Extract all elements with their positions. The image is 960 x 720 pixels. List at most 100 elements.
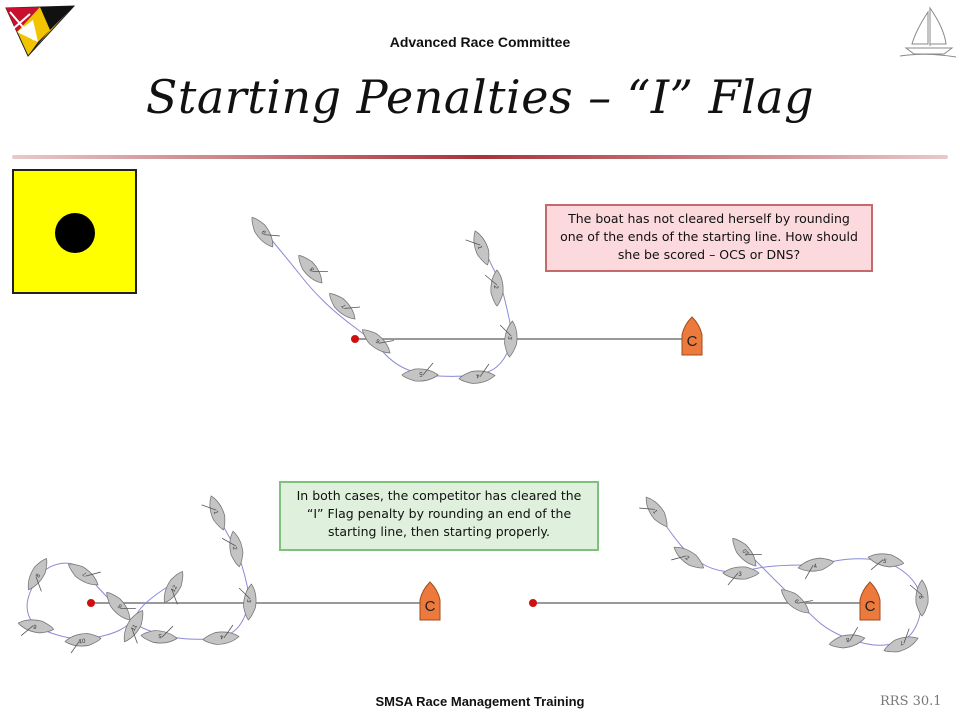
boat-number-label: 1 [476,245,483,251]
boat-number-label: 2 [684,555,691,562]
boat-number-label: 7 [898,639,904,646]
sailboat-position: 7 [329,293,361,320]
hull-shape [140,630,178,644]
boat-number-label: 1 [212,510,219,516]
sailboat-position: 7 [67,563,101,586]
hull-shape [883,636,919,653]
diagram-1: 1 2 3 4 5 6 7 8 9C [251,216,703,384]
sailboat-position: 11 [123,610,144,644]
sailboat-position: 5 [401,362,439,382]
committee-boat: C [681,316,703,356]
boat-number-label: 6 [375,337,382,344]
boom-line [909,584,923,596]
i-flag [12,169,137,294]
boat-track [264,231,512,377]
boom-line [20,625,34,637]
hull-shape [202,631,240,645]
boat-number-label: 11 [131,623,140,632]
boat-number-label: 1 [651,509,658,516]
boat-number-label: 4 [219,633,224,639]
callout-cleared: In both cases, the competitor has cleare… [279,481,599,551]
sailboat-position: 8 [298,255,328,284]
sailboat-position: 10 [64,633,102,654]
hull-shape [298,255,323,284]
hull-shape [209,495,226,531]
sailboat-position: 4 [797,557,835,580]
boat-number-label: 12 [170,584,179,593]
sailboat-position: 7 [883,628,919,653]
boat-number-label: 3 [245,599,251,604]
sailboat-position: 4 [458,363,496,384]
hull-shape [329,293,356,320]
sailboat-position: 5 [867,553,905,571]
committee-boat-hull [859,581,881,621]
boom-line [422,362,434,376]
sailboat-position: 8 [27,558,48,592]
hull-shape [17,619,55,634]
boat-number-label: 2 [231,546,238,551]
hull-shape [722,566,760,580]
sailboat-position: 12 [163,571,184,605]
hull-shape [362,329,391,354]
sailboat-position: 5 [140,625,178,644]
sailboat-position: 6 [362,329,394,354]
hull-shape [123,610,144,643]
boat-number-label: 8 [309,265,316,272]
sailboat-position: 2 [221,530,244,568]
committee-boat: C [859,581,881,621]
sailboat-position: 3 [238,583,257,621]
boat-number-label: 2 [492,285,498,289]
hull-shape [867,553,905,568]
pin-end-mark [351,335,359,343]
sailboat-position: 3 [722,566,760,586]
footer-rule-reference: RRS 30.1 [880,694,942,709]
boat-number-label: 4 [475,372,480,378]
hull-shape [797,557,835,572]
boat-number-label: 5 [882,559,887,566]
sailboat-position: 9 [17,619,55,637]
hull-shape [251,216,274,248]
boat-number-label: 8 [845,636,850,643]
i-flag-black-disc [55,213,95,253]
boom-line [378,340,394,344]
boat-number-label: 3 [506,336,512,341]
boom-line [223,624,234,639]
boom-line [804,565,814,580]
boom-line [35,576,42,592]
boom-line [484,274,498,286]
sailboat-position: 1 [465,230,490,266]
hull-shape [27,558,48,591]
footer-training: SMSA Race Management Training [375,694,585,709]
hull-shape [163,571,184,604]
boom-line [746,554,762,555]
sailboat-position: 2 [671,546,705,569]
committee-boat-hull [419,581,441,621]
boom-line [312,271,328,272]
sailboat-position: 9 [781,589,813,614]
boat-number-label: 9 [261,228,268,235]
boom-line [797,600,813,604]
boat-number-label: 8 [35,572,42,578]
hull-shape [106,592,131,621]
boat-number-label: 4 [813,564,818,571]
hull-shape [645,496,668,528]
sailboat-position: 9 [251,216,280,248]
boom-line [903,628,910,644]
boom-line [120,608,136,609]
hull-shape [828,634,866,649]
hull-shape [732,538,757,567]
sailboat-position: 1 [201,495,226,531]
boat-number-label: 10 [79,639,87,646]
hull-shape [229,530,244,568]
hull-shape [67,563,99,586]
hull-shape [781,589,810,614]
boom-line [479,363,490,378]
boom-line [161,625,174,638]
header-organization: Advanced Race Committee [389,34,571,50]
boom-line [499,324,512,337]
boom-line [70,639,81,654]
sailboat-position: 2 [484,269,504,307]
committee-boat-label: C [687,333,698,350]
sailboat-position: 4 [202,624,240,645]
boom-line [171,589,178,605]
